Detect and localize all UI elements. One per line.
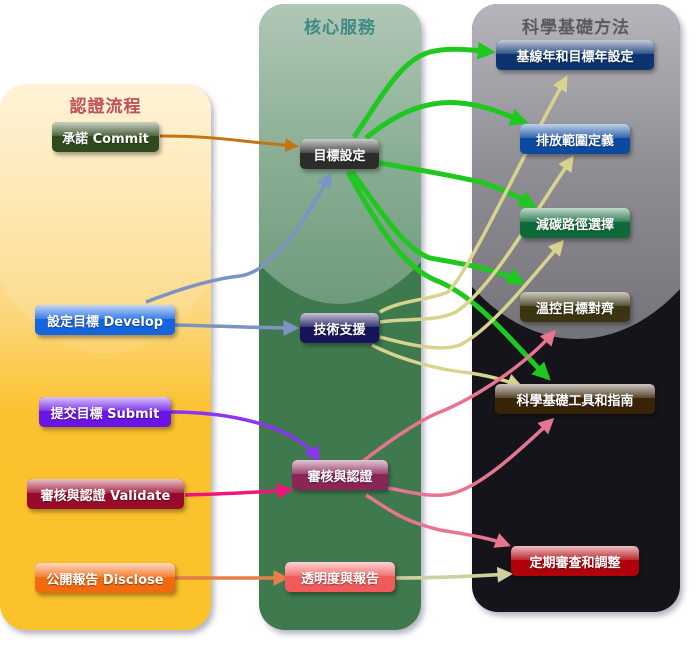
column-title-core-services: 核心服務 xyxy=(304,18,376,38)
node-review-certification-label: 審核與認證 xyxy=(307,469,373,485)
column-title-certification-process: 認證流程 xyxy=(69,97,142,117)
column-title-science-based-methods: 科學基礎方法 xyxy=(522,18,630,38)
node-target-setting-label: 目標設定 xyxy=(313,148,366,164)
node-target-setting[interactable]: 目標設定 xyxy=(300,139,379,169)
node-develop-label: 設定目標 Develop xyxy=(46,314,164,330)
node-emission-scope-label: 排放範圍定義 xyxy=(535,133,614,149)
node-submit-label: 提交目標 Submit xyxy=(50,406,160,422)
node-tools-guidance-label: 科學基礎工具和指南 xyxy=(516,393,634,409)
node-technical-support[interactable]: 技術支援 xyxy=(300,313,379,343)
node-submit[interactable]: 提交目標 Submit xyxy=(39,397,171,427)
node-develop[interactable]: 設定目標 Develop xyxy=(35,305,175,335)
node-disclose-label: 公開報告 Disclose xyxy=(46,572,164,588)
node-emission-scope[interactable]: 排放範圍定義 xyxy=(520,124,630,154)
node-tools-guidance[interactable]: 科學基礎工具和指南 xyxy=(495,384,655,414)
node-transparency-reporting-label: 透明度與報告 xyxy=(300,571,379,587)
node-technical-support-label: 技術支援 xyxy=(313,322,366,338)
node-pathway-selection[interactable]: 減碳路徑選擇 xyxy=(520,208,630,238)
node-baseline-target-year[interactable]: 基線年和目標年設定 xyxy=(496,40,654,70)
node-pathway-selection-label: 減碳路徑選擇 xyxy=(535,217,614,233)
node-temperature-alignment-label: 溫控目標對齊 xyxy=(535,301,614,317)
node-validate[interactable]: 審核與認證 Validate xyxy=(27,479,184,509)
node-temperature-alignment[interactable]: 溫控目標對齊 xyxy=(520,292,630,322)
node-validate-label: 審核與認證 Validate xyxy=(40,488,171,504)
node-periodic-review-label: 定期審查和調整 xyxy=(529,555,621,571)
column-certification-process: 認證流程 xyxy=(0,84,211,630)
node-commit[interactable]: 承諾 Commit xyxy=(52,122,159,152)
node-disclose[interactable]: 公開報告 Disclose xyxy=(35,563,175,593)
node-baseline-target-year-label: 基線年和目標年設定 xyxy=(516,49,634,65)
node-commit-label: 承諾 Commit xyxy=(62,131,149,147)
node-periodic-review[interactable]: 定期審查和調整 xyxy=(511,546,639,576)
node-review-certification[interactable]: 審核與認證 xyxy=(292,460,388,490)
node-transparency-reporting[interactable]: 透明度與報告 xyxy=(285,562,395,592)
